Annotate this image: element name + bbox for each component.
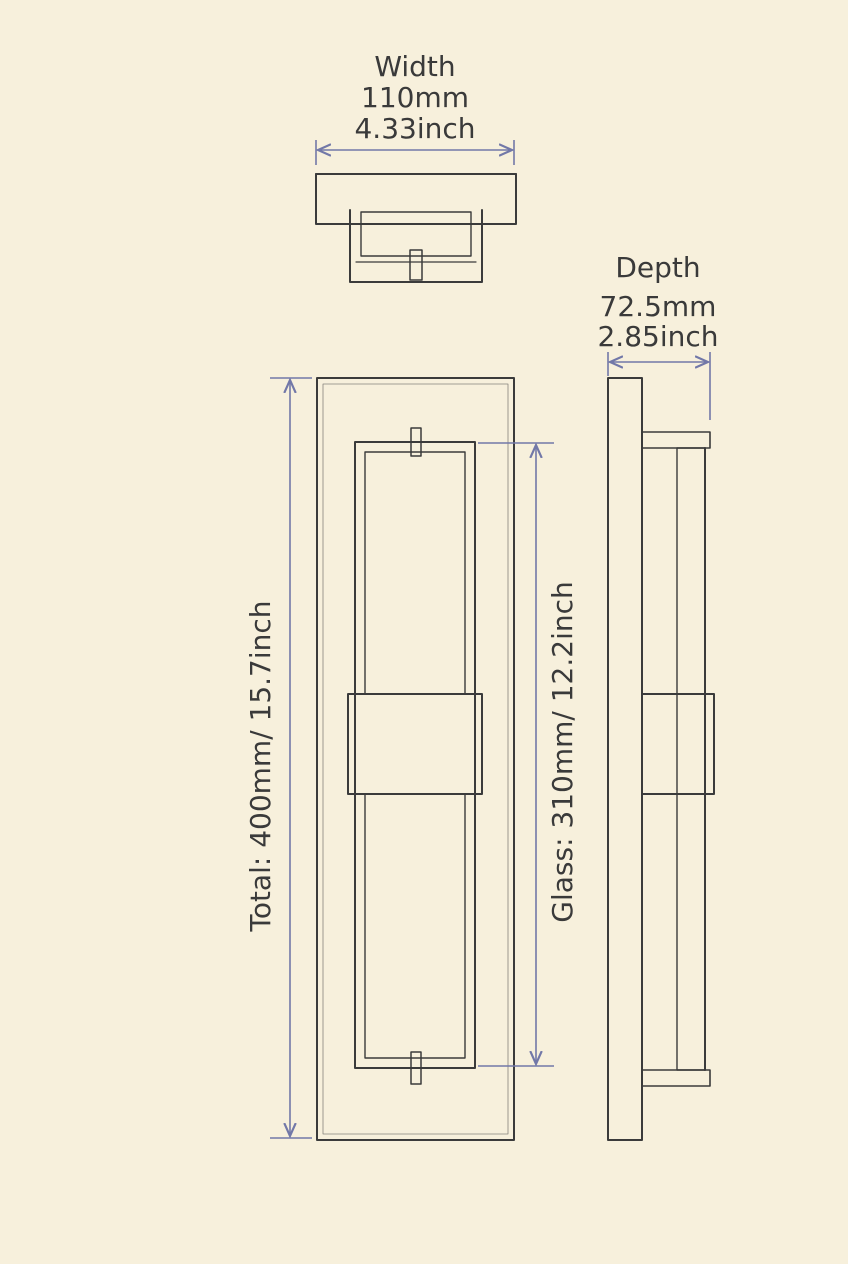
side-center-band xyxy=(641,693,715,795)
top-view xyxy=(315,173,517,283)
width-metric: 110mm xyxy=(361,81,469,114)
total-dimension: Total: 400mm/ 15.7inch xyxy=(244,377,312,1139)
depth-metric: 72.5mm xyxy=(600,290,717,323)
front-glass-lower xyxy=(364,793,466,1059)
front-backplate xyxy=(316,377,515,1141)
depth-title: Depth xyxy=(615,251,700,284)
side-view xyxy=(607,377,715,1141)
top-view-glass xyxy=(360,211,472,257)
width-dimension: Width 110mm 4.33inch xyxy=(315,50,515,165)
front-frame xyxy=(354,441,476,1069)
side-bottom-arm xyxy=(641,1069,711,1087)
width-imperial: 4.33inch xyxy=(354,112,475,145)
front-view xyxy=(316,377,515,1141)
total-label: Total: 400mm/ 15.7inch xyxy=(244,600,277,932)
side-glass xyxy=(676,447,706,1071)
side-backplate xyxy=(607,377,643,1141)
top-view-frame xyxy=(349,209,483,283)
glass-dimension: Glass: 310mm/ 12.2inch xyxy=(478,442,579,1067)
depth-dimension: Depth 72.5mm 2.85inch xyxy=(597,251,719,420)
side-top-arm xyxy=(641,431,711,449)
depth-imperial: 2.85inch xyxy=(597,320,718,353)
front-top-clip xyxy=(410,427,422,457)
top-view-clip xyxy=(409,249,423,281)
top-view-backplate xyxy=(315,173,517,225)
front-glass-upper xyxy=(364,451,466,695)
glass-label: Glass: 310mm/ 12.2inch xyxy=(546,581,579,922)
width-title: Width xyxy=(374,50,455,83)
front-bottom-clip xyxy=(410,1051,422,1085)
front-center-band xyxy=(347,693,483,795)
